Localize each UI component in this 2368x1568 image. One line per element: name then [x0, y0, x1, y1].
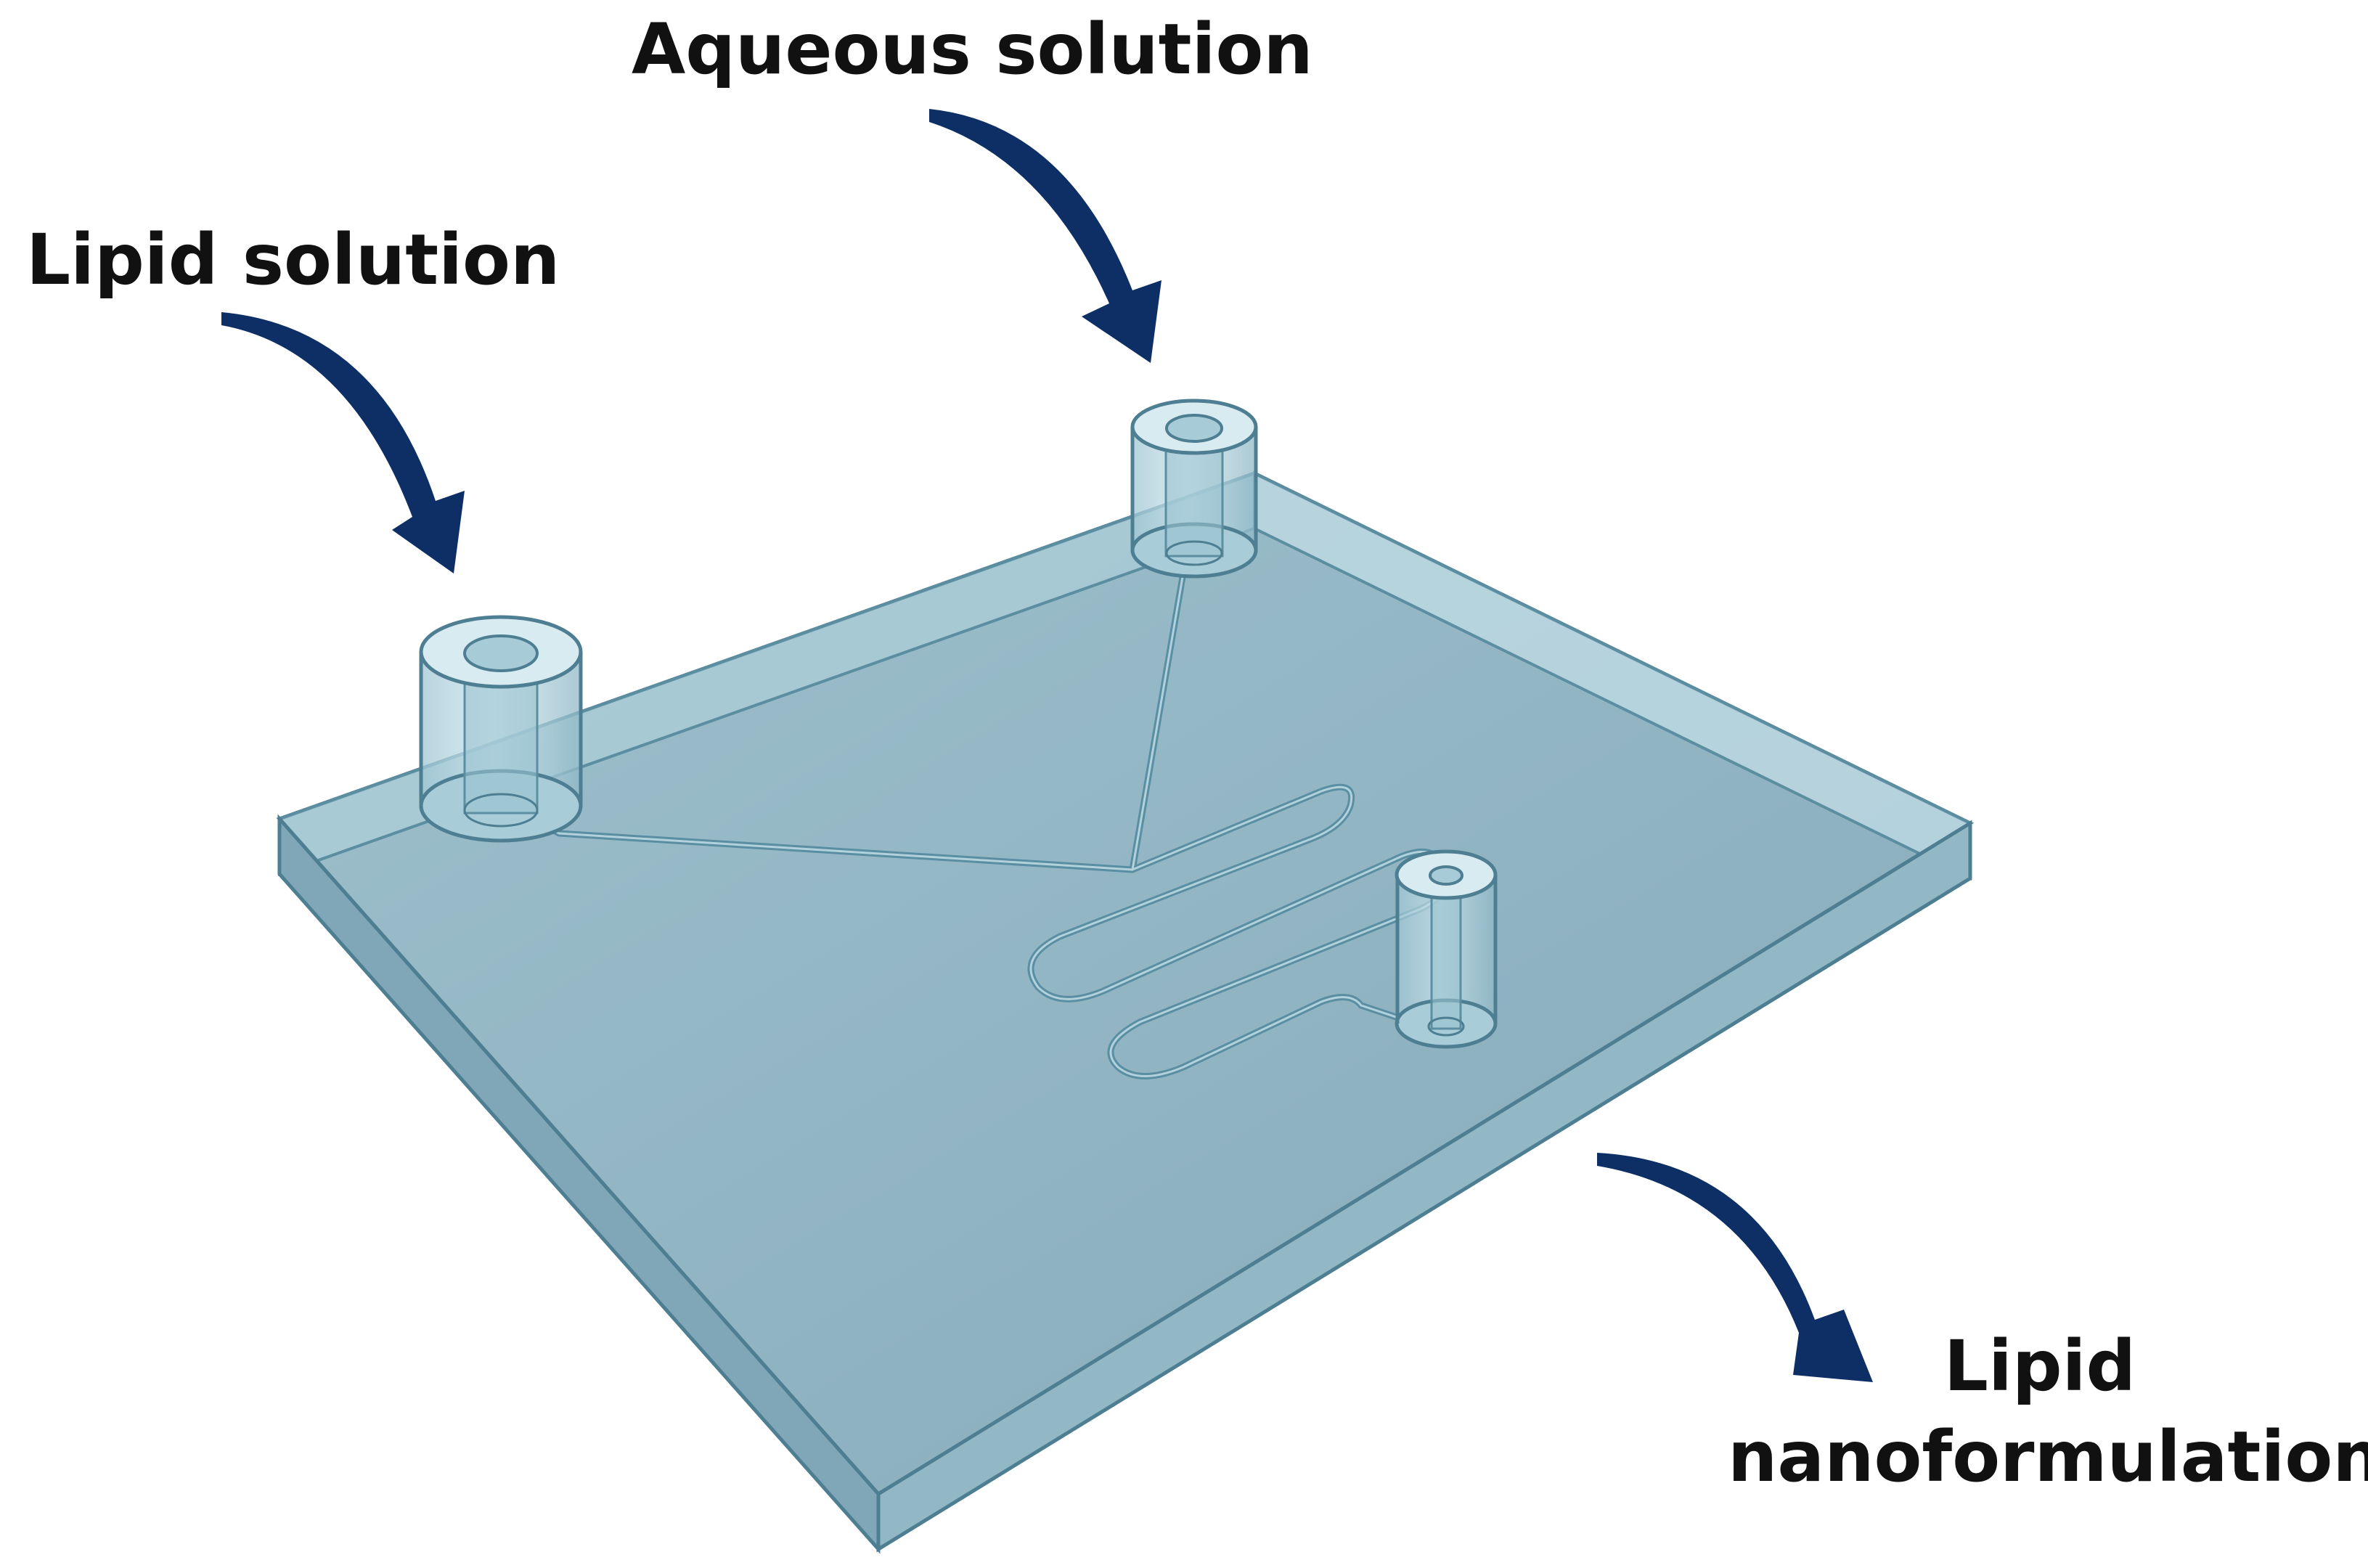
lipid-solution-label: Lipid solution	[26, 219, 560, 301]
aqueous-inlet-port	[1130, 399, 1258, 579]
lipid-arrow	[221, 312, 465, 573]
flow-arrows	[221, 109, 1873, 1382]
output-label-line1: Lipid	[1943, 1326, 2136, 1407]
lipid-nanoformulation-label: Lipid nanoformulation	[1728, 1321, 2368, 1503]
aqueous-solution-label: Aqueous solution	[632, 9, 1313, 90]
chip-right-side	[876, 820, 1972, 1553]
outlet-port	[1395, 849, 1498, 1049]
output-label-line2: nanoformulation	[1728, 1416, 2368, 1498]
aqueous-arrow	[929, 109, 1161, 363]
lipid-inlet-port	[419, 615, 583, 843]
output-arrow	[1597, 1153, 1873, 1382]
